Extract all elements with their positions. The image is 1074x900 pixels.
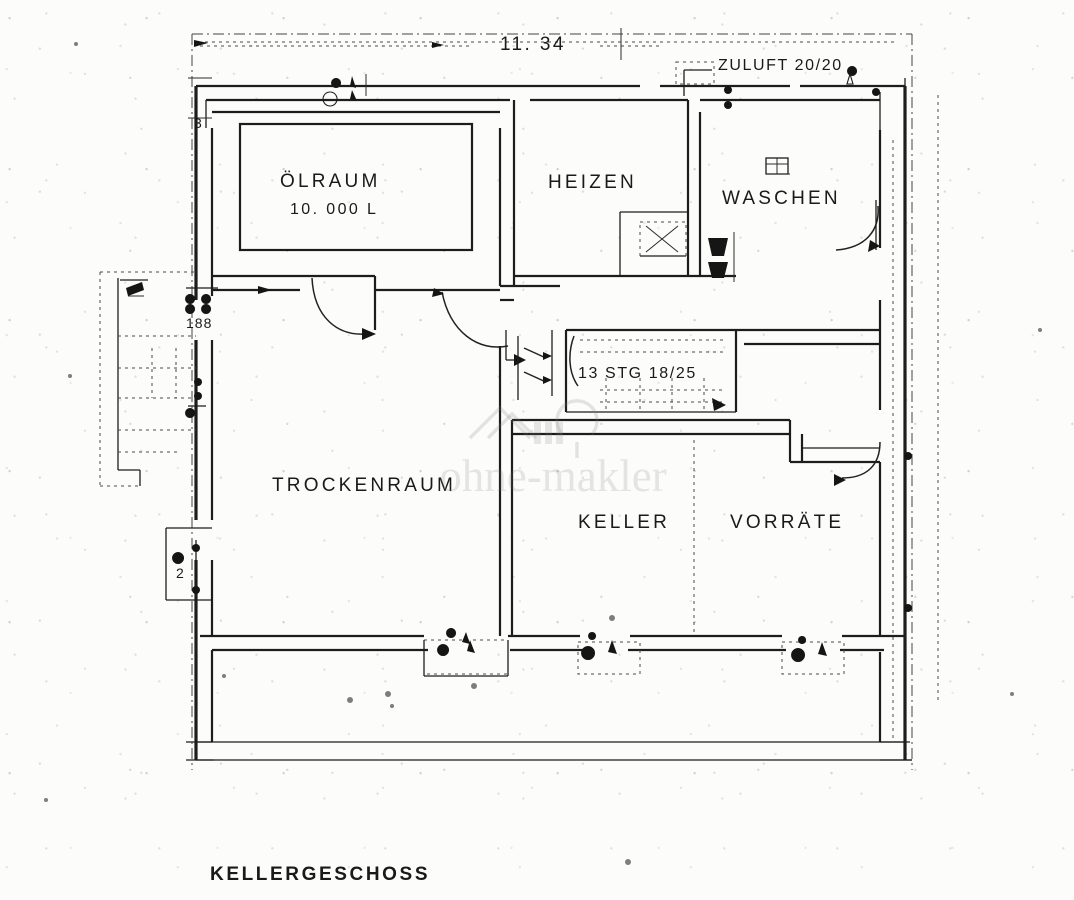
room-label-trockenraum: TROCKENRAUM (272, 475, 456, 496)
room-label-waschen: WASCHEN (722, 188, 841, 209)
page-title: KELLERGESCHOSS (210, 864, 430, 885)
corner-mark-label: 3 (194, 115, 203, 131)
bottom-exterior-wall (196, 634, 912, 761)
top-dimension-line (194, 28, 660, 60)
right-exterior-wall (878, 86, 912, 761)
interior-walls-middle (512, 328, 880, 464)
left-exterior-wall (186, 86, 214, 761)
interior-walls-upper (212, 100, 736, 302)
light-wells (423, 628, 845, 677)
left-wall-opening-markers (185, 287, 218, 418)
door-swings-right (834, 200, 881, 486)
reference-lines (191, 33, 939, 770)
room-label-oelraum: ÖLRAUM (280, 171, 381, 192)
overall-width-dimension: 11. 34 (500, 34, 566, 55)
interior-walls-lower (498, 346, 695, 636)
room-capacity-oelraum: 10. 000 L (290, 201, 378, 218)
left-lower-opening (165, 527, 212, 601)
top-wall-openings (322, 61, 880, 109)
left-marker-label: 2 (176, 565, 185, 581)
oil-tank-outline (238, 122, 474, 252)
staircase (517, 328, 738, 413)
scan-specks (44, 42, 1042, 865)
left-annex-structure (99, 271, 196, 487)
room-label-heizen: HEIZEN (548, 172, 637, 193)
supply-air-annotation: ZULUFT 20/20 (718, 57, 843, 74)
left-opening-dimension: 188 (186, 315, 212, 331)
room-label-vorraete: VORRÄTE (730, 512, 844, 533)
room-label-keller: KELLER (578, 512, 670, 533)
washing-machine-icon (765, 157, 790, 175)
oelraum-bottom-wall (212, 274, 526, 366)
stairs-annotation: 13 STG 18/25 (578, 365, 697, 382)
boiler-symbol (639, 221, 735, 282)
